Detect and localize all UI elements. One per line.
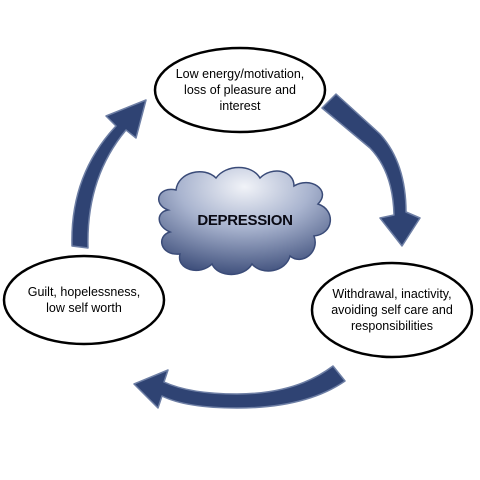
arrow-right-to-left	[133, 365, 346, 409]
node-top-ellipse	[153, 46, 327, 134]
node-right-text: Withdrawal, inactivity, avoiding self ca…	[331, 287, 453, 333]
node-left-text: Guilt, hopelessness, low self worth	[27, 285, 141, 315]
arrow-top-to-right	[321, 93, 421, 247]
node-left-ellipse	[2, 254, 166, 346]
depression-label: DEPRESSION	[197, 212, 293, 229]
node-right-ellipse	[310, 261, 474, 359]
arrow-left-to-top	[71, 99, 147, 249]
depression-cloud	[158, 166, 331, 276]
node-top-text: Low energy/motivation, loss of pleasure …	[175, 67, 305, 113]
